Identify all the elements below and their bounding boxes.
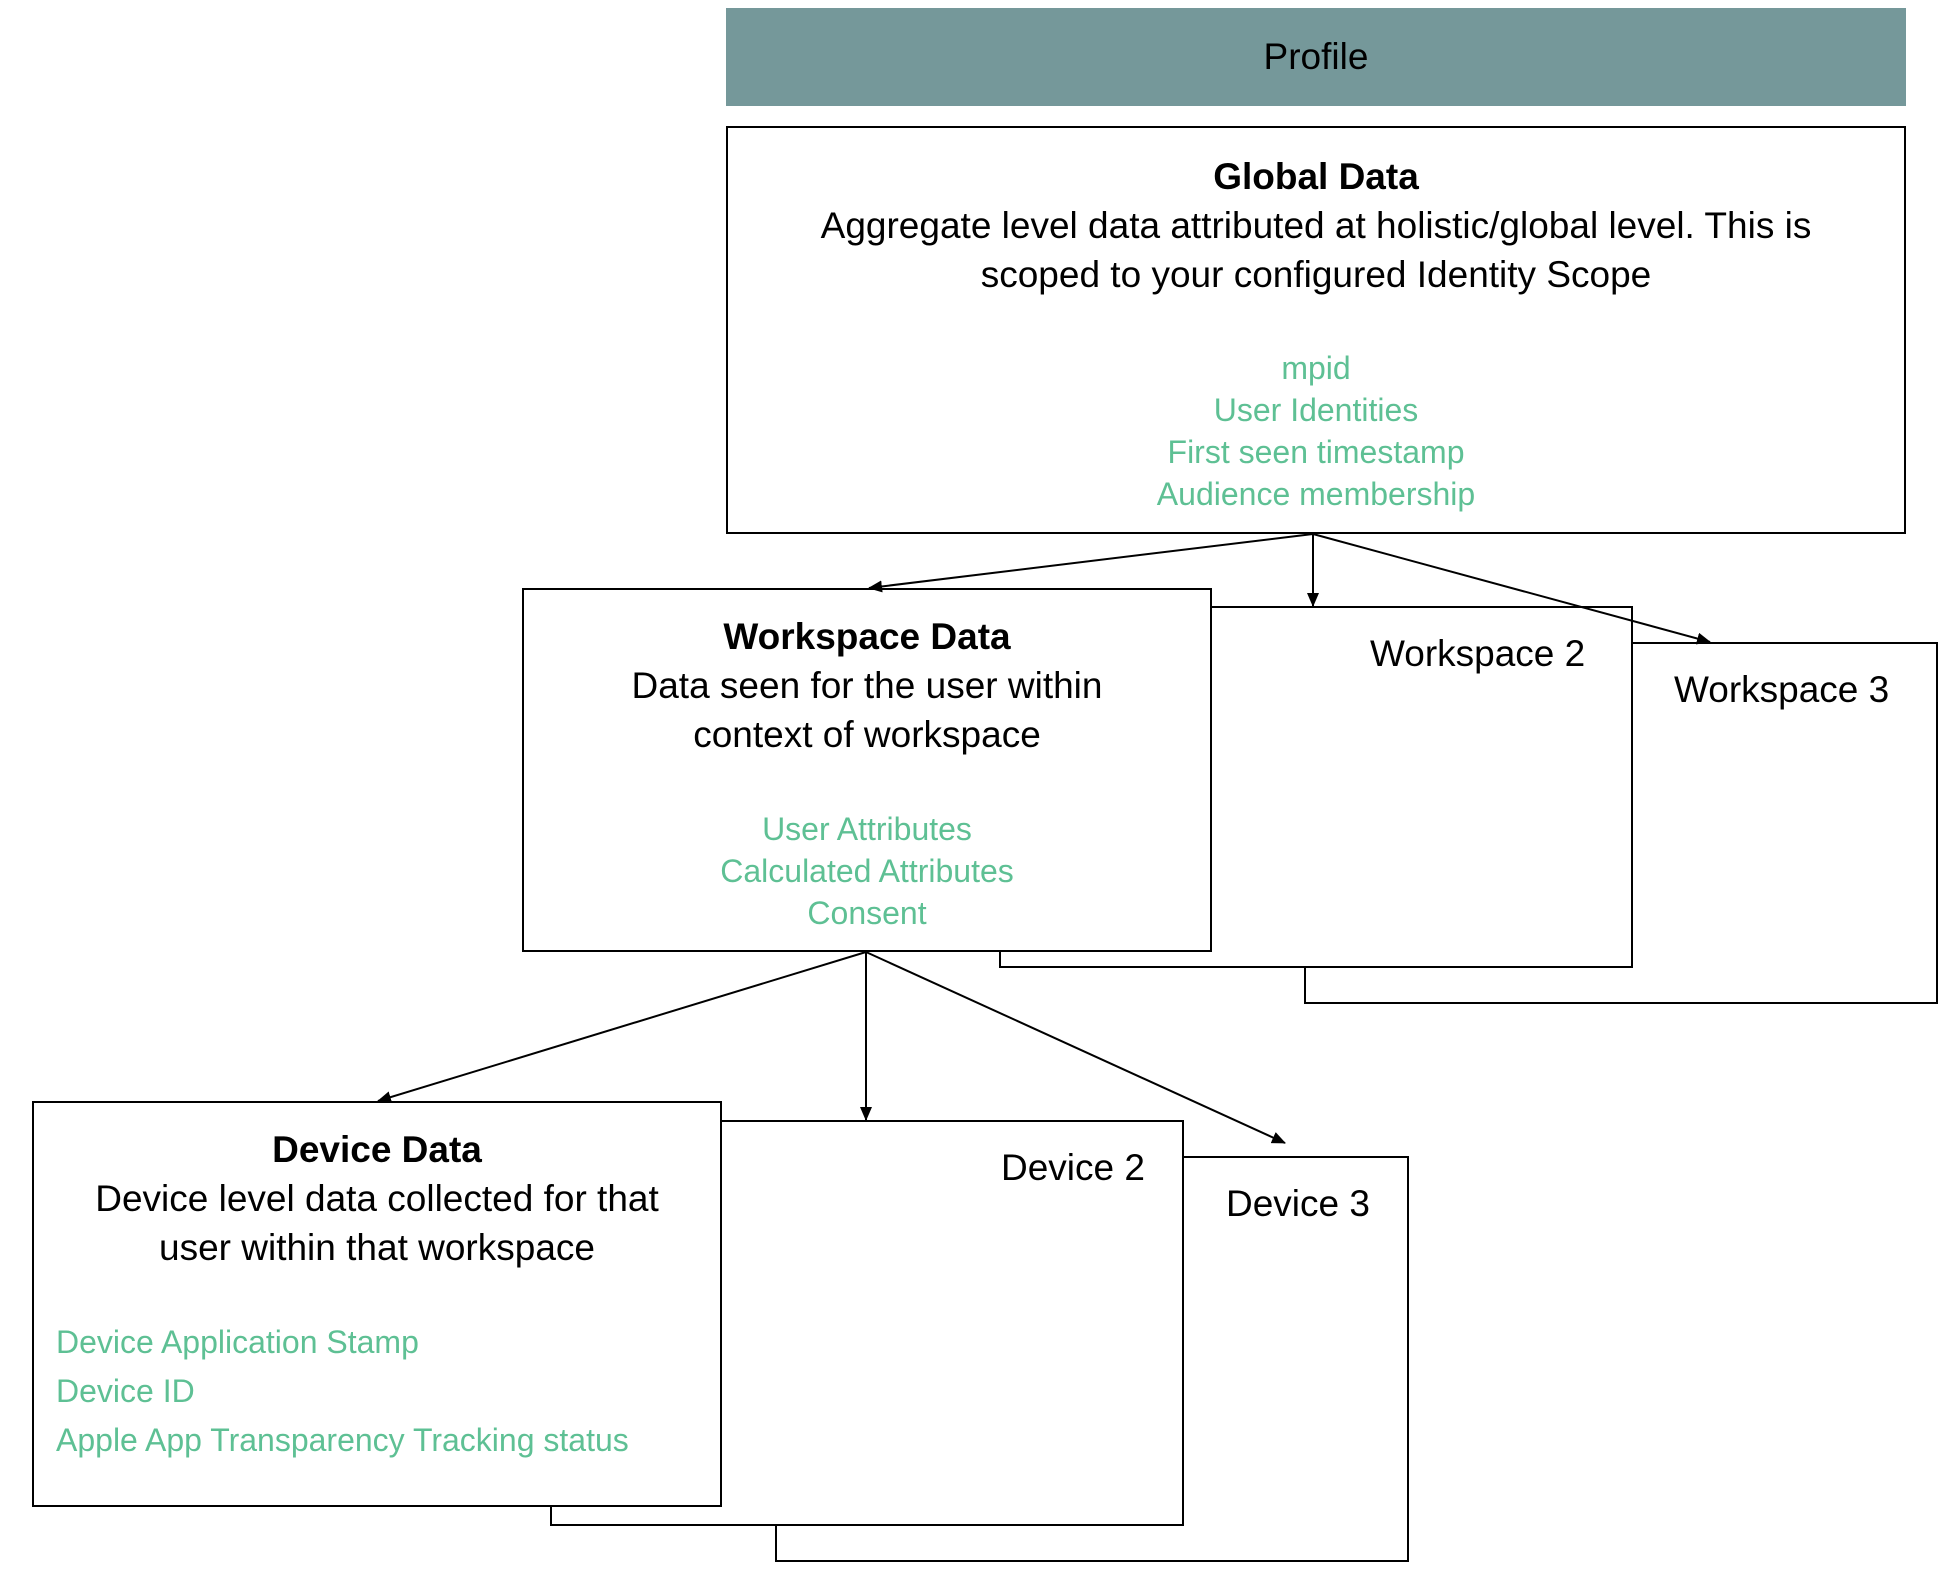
workspace-data-box: Workspace Data Data seen for the user wi…: [522, 588, 1212, 952]
workspace-3-label: Workspace 3: [1674, 669, 1890, 710]
global-field-user-identities: User Identities: [1213, 392, 1419, 428]
device-data-description-line-2: user within that workspace: [159, 1227, 595, 1268]
device-3-label: Device 3: [1226, 1183, 1370, 1224]
global-data-title: Global Data: [1213, 156, 1419, 197]
workspace-data-description-line-1: Data seen for the user within: [631, 665, 1103, 706]
arrow-workspace-to-device-3: [865, 951, 1286, 1144]
global-data-description-line-2: scoped to your configured Identity Scope: [980, 254, 1652, 295]
workspace-data-description-line-2: context of workspace: [693, 714, 1041, 755]
device-field-att-status: Apple App Transparency Tracking status: [56, 1422, 629, 1458]
device-field-application-stamp: Device Application Stamp: [56, 1324, 419, 1360]
arrow-workspace-to-device: [377, 951, 867, 1103]
profile-header-label: Profile: [1263, 36, 1369, 77]
global-data-description-line-1: Aggregate level data attributed at holis…: [820, 205, 1812, 246]
device-field-device-id: Device ID: [56, 1373, 195, 1409]
workspace-data-title: Workspace Data: [723, 616, 1011, 657]
workspace-field-consent: Consent: [807, 895, 927, 931]
device-data-description-line-1: Device level data collected for that: [95, 1178, 659, 1219]
global-field-mpid: mpid: [1281, 350, 1351, 386]
profile-header: Profile: [726, 8, 1906, 106]
workspace-field-user-attributes: User Attributes: [762, 811, 972, 847]
global-field-first-seen-timestamp: First seen timestamp: [1167, 434, 1465, 470]
device-data-box: Device Data Device level data collected …: [32, 1101, 722, 1507]
workspace-2-label: Workspace 2: [1370, 633, 1586, 674]
global-data-box: Global Data Aggregate level data attribu…: [726, 126, 1906, 534]
global-field-audience-membership: Audience membership: [1156, 476, 1476, 512]
workspace-field-calculated-attributes: Calculated Attributes: [720, 853, 1014, 889]
device-2-label: Device 2: [1001, 1147, 1145, 1188]
arrow-global-to-workspace: [868, 533, 1314, 593]
device-data-title: Device Data: [272, 1129, 482, 1170]
